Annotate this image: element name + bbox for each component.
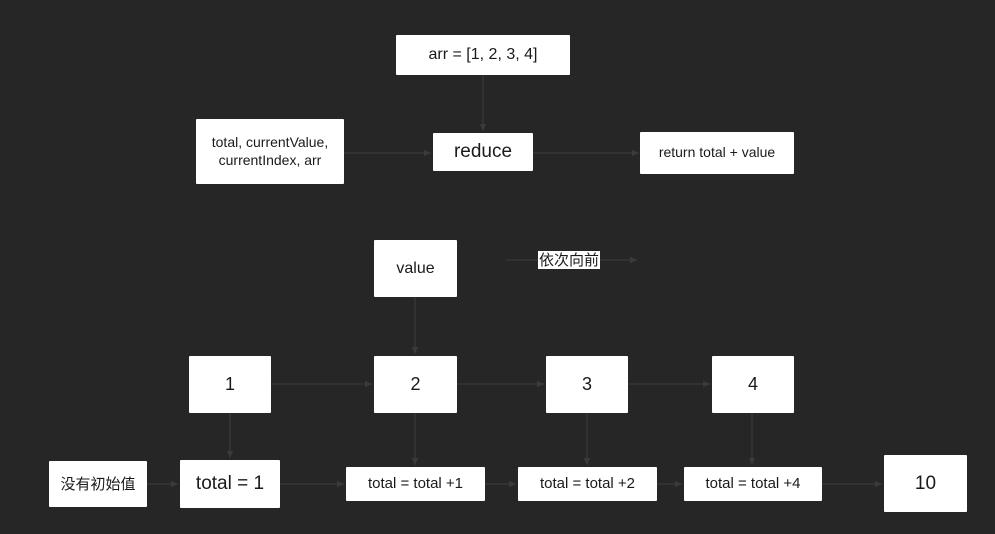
node-value: value (374, 240, 457, 297)
node-total-plus1: total = total +1 (346, 467, 485, 501)
node-total-plus4: total = total +4 (684, 467, 822, 501)
node-params: total, currentValue, currentIndex, arr (196, 119, 344, 184)
node-total-plus2: total = total +2 (518, 467, 657, 501)
node-reduce: reduce (433, 133, 533, 171)
node-two: 2 (374, 356, 457, 413)
node-return: return total + value (640, 132, 794, 174)
node-no-init: 没有初始值 (49, 461, 147, 507)
node-arr: arr = [1, 2, 3, 4] (396, 35, 570, 75)
node-four: 4 (712, 356, 794, 413)
node-total1: total = 1 (180, 460, 280, 508)
node-three: 3 (546, 356, 628, 413)
node-result: 10 (884, 455, 967, 512)
node-one: 1 (189, 356, 271, 413)
label-forward: 依次向前 (538, 251, 601, 269)
